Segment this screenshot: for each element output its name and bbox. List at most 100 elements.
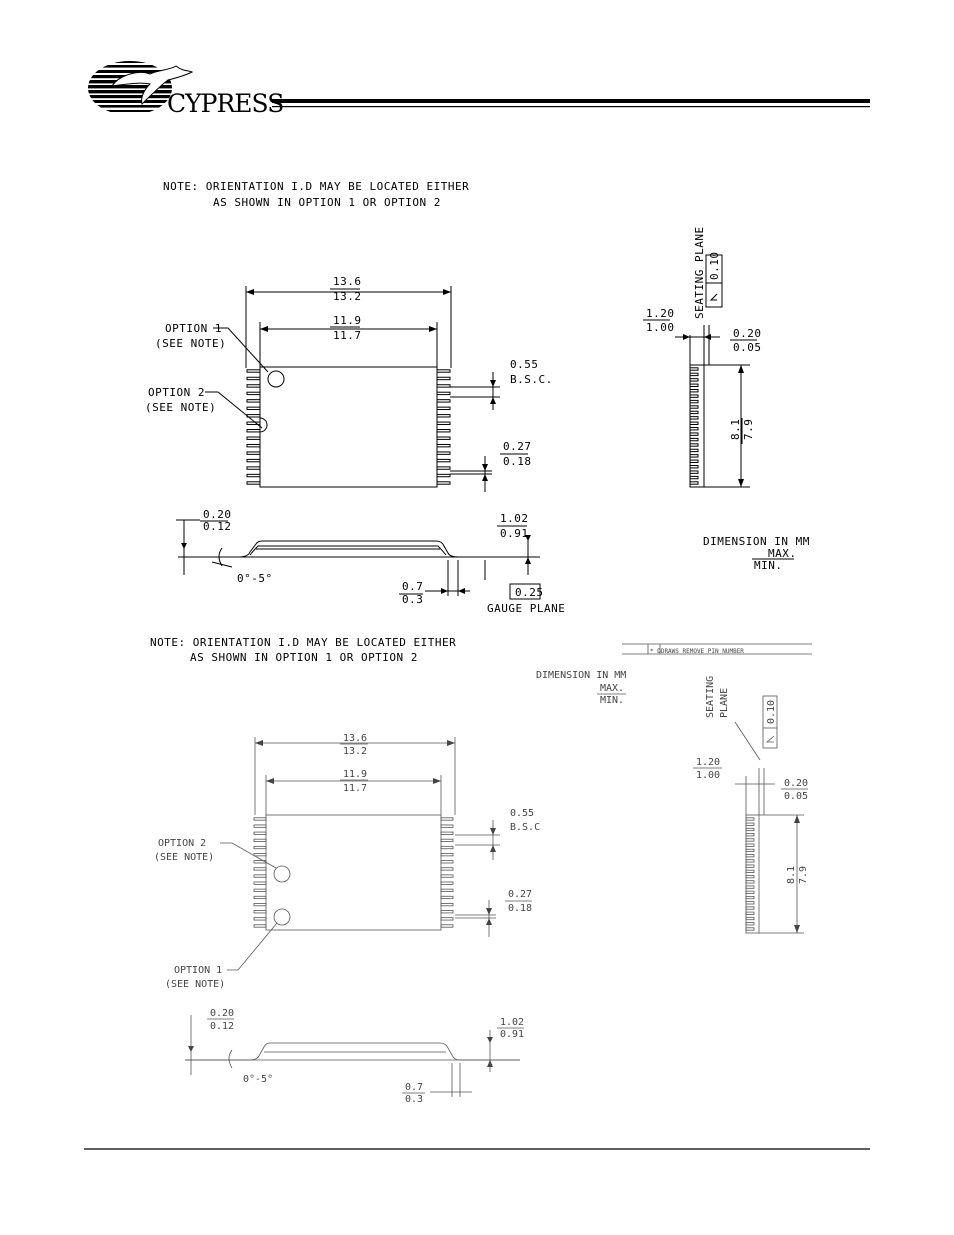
lead-pin <box>246 473 261 478</box>
brand-name: CYPRESS <box>167 89 283 118</box>
gauge-value: 0.25 <box>515 586 544 599</box>
lead-pin <box>689 416 699 420</box>
foot-length-max: 0.7 <box>402 580 423 593</box>
min-label-2: MIN. <box>600 695 624 706</box>
standoff-end-min: 0.05 <box>733 341 762 354</box>
lead-pin <box>689 367 699 371</box>
lead-pin <box>246 414 261 418</box>
end-view-body-2 <box>745 814 760 934</box>
lead-pin <box>745 875 755 879</box>
lead-pin <box>436 473 451 478</box>
lead-pin <box>436 429 451 433</box>
foot-length-min-2: 0.3 <box>405 1094 423 1105</box>
lead-pin <box>440 853 454 857</box>
lead-pin <box>253 831 267 835</box>
lead-pin <box>253 817 267 821</box>
lead-pin <box>440 924 454 928</box>
lead-pin <box>745 838 755 842</box>
lead-pin <box>253 867 267 871</box>
lead-pitch-bsc: B.S.C. <box>510 373 553 386</box>
package-side-view-1: 0.20 0.12 0°-5° 1.02 0.91 0.7 0.3 0.25 G… <box>176 508 565 615</box>
coplanarity-value-2: 0.10 <box>766 700 777 724</box>
option-1-see-note-2: (SEE NOTE) <box>165 979 225 990</box>
lead-pin <box>436 406 451 411</box>
seating-plane-label: SEATING PLANE <box>693 226 706 319</box>
standoff-max-2: 0.20 <box>210 1008 234 1019</box>
lead-pin <box>436 376 451 381</box>
lead-pin <box>436 399 451 403</box>
lead-pin <box>436 414 451 418</box>
lead-pin <box>440 895 454 900</box>
lead-pin <box>246 451 261 455</box>
lead-pin <box>689 372 699 377</box>
lead-pin <box>745 869 755 873</box>
seating-label-2: SEATING <box>705 676 716 718</box>
note-line-2: AS SHOWN IN OPTION 1 OR OPTION 2 <box>213 196 441 209</box>
end-view-leads <box>689 367 699 485</box>
left-leads-2 <box>253 817 267 928</box>
lead-pin <box>246 406 261 411</box>
lead-pin <box>253 924 267 928</box>
height-max: 1.02 <box>500 512 529 525</box>
lead-pin <box>253 881 267 885</box>
lead-pin <box>246 458 261 463</box>
lead-pin <box>436 466 451 470</box>
lead-pin <box>440 917 454 921</box>
lead-angle-2: 0°-5° <box>243 1074 273 1085</box>
revision-text: * DDRAWS REMOVE PIN NUMBER <box>650 648 744 655</box>
dimension-unit-label: DIMENSION IN MM <box>703 535 810 548</box>
lead-pin <box>440 860 454 864</box>
lead-pin <box>436 436 451 440</box>
lead-pin <box>436 369 451 373</box>
coplanarity-triangle-icon-2 <box>765 735 775 743</box>
coplanarity-value: 0.10 <box>708 252 721 281</box>
total-height-min: 1.00 <box>646 321 675 334</box>
foot-length-min: 0.3 <box>402 593 423 606</box>
lead-pin <box>689 443 699 447</box>
body-length-min: 11.7 <box>333 329 362 342</box>
lead-pin <box>689 437 699 442</box>
option-2-label-2: OPTION 2 <box>158 838 206 849</box>
lead-pin <box>246 384 261 388</box>
lead-pin <box>689 399 699 404</box>
lead-pin <box>745 822 755 826</box>
standoff-min-2: 0.12 <box>210 1021 234 1032</box>
lead-pin <box>246 399 261 403</box>
lead-pin <box>436 391 451 396</box>
lead-pin <box>689 459 699 463</box>
lead-pin <box>440 888 454 892</box>
lead-pin <box>253 874 267 878</box>
height-max-2: 1.02 <box>500 1017 524 1028</box>
lead-pin <box>246 376 261 381</box>
lead-angle: 0°-5° <box>237 572 273 585</box>
lead-pin <box>745 854 755 858</box>
lead-pin <box>689 448 699 453</box>
lead-pin <box>745 901 755 905</box>
lead-pin <box>745 916 755 921</box>
lead-pin <box>745 890 755 894</box>
body-length-max: 11.9 <box>333 314 362 327</box>
lead-pin <box>689 383 699 387</box>
lead-pin <box>253 910 267 914</box>
lead-pitch-value: 0.55 <box>510 358 539 371</box>
overall-length-min-2: 13.2 <box>343 746 367 757</box>
header-rule <box>272 99 870 108</box>
note-line-1: NOTE: ORIENTATION I.D MAY BE LOCATED EIT… <box>163 180 469 193</box>
lead-pin <box>689 454 699 458</box>
right-leads <box>436 369 451 485</box>
lead-width-min: 0.18 <box>503 455 532 468</box>
note2-line-1: NOTE: ORIENTATION I.D MAY BE LOCATED EIT… <box>150 636 456 649</box>
lead-pin <box>745 880 755 884</box>
total-height-max-2: 1.20 <box>696 757 720 768</box>
lead-pin <box>246 443 261 448</box>
body-width-min: 7.9 <box>742 419 755 440</box>
standoff-end-max: 0.20 <box>733 327 762 340</box>
total-height-max: 1.20 <box>646 307 675 320</box>
coplanarity-triangle-icon <box>709 293 718 301</box>
lead-pin <box>436 384 451 388</box>
total-height-min-2: 1.00 <box>696 770 720 781</box>
option-2-see-note-2: (SEE NOTE) <box>154 852 214 863</box>
lead-pitch-bsc-2: B.S.C <box>510 822 540 833</box>
min-label: MIN. <box>754 559 783 572</box>
lead-pin <box>689 410 699 415</box>
